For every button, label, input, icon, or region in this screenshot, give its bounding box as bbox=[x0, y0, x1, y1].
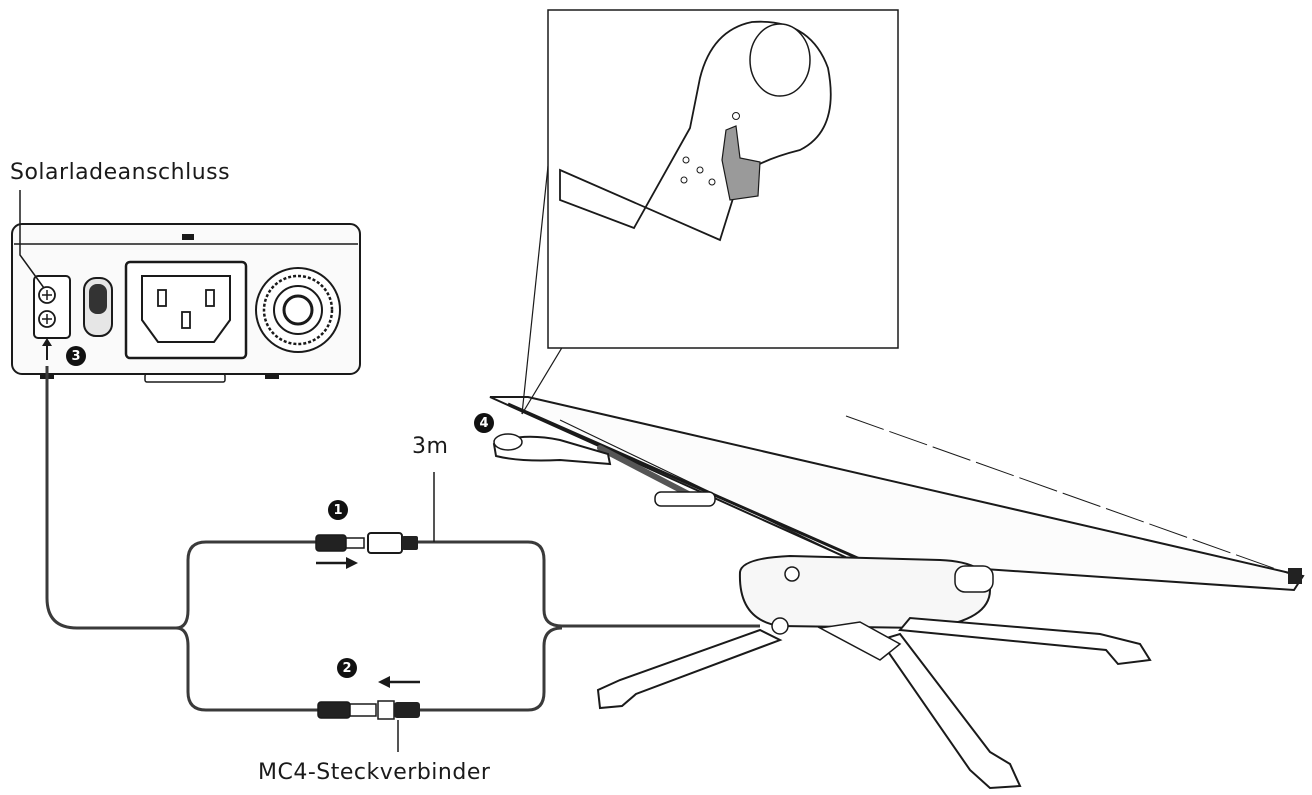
latch-highlight bbox=[721, 125, 761, 201]
connector-label: MC4-Steckverbinder bbox=[258, 760, 491, 785]
port-leader-line bbox=[19, 190, 45, 289]
insert-arrow-top bbox=[316, 557, 358, 569]
cable-length-label: 3m bbox=[412, 434, 449, 459]
mc4-connector-bottom bbox=[317, 700, 420, 720]
solar-panel bbox=[489, 396, 1305, 592]
panel-stand bbox=[596, 554, 1152, 790]
round-connector bbox=[255, 267, 341, 353]
step-badge-4: 4 bbox=[474, 413, 494, 433]
insert-arrow-bottom bbox=[378, 676, 420, 688]
power-station-front-panel bbox=[11, 223, 361, 383]
power-switch bbox=[83, 277, 113, 337]
step-badge-3: 3 bbox=[66, 346, 86, 366]
detail-callout bbox=[521, 9, 899, 415]
step-badge-2: 2 bbox=[337, 658, 357, 678]
ac-inlet bbox=[124, 260, 248, 360]
solar-port-label: Solarladeanschluss bbox=[10, 160, 231, 185]
solar-charge-port bbox=[33, 275, 71, 339]
step-badge-1: 1 bbox=[328, 500, 348, 520]
solar-cable bbox=[45, 366, 760, 712]
mc4-connector-top bbox=[315, 532, 418, 554]
